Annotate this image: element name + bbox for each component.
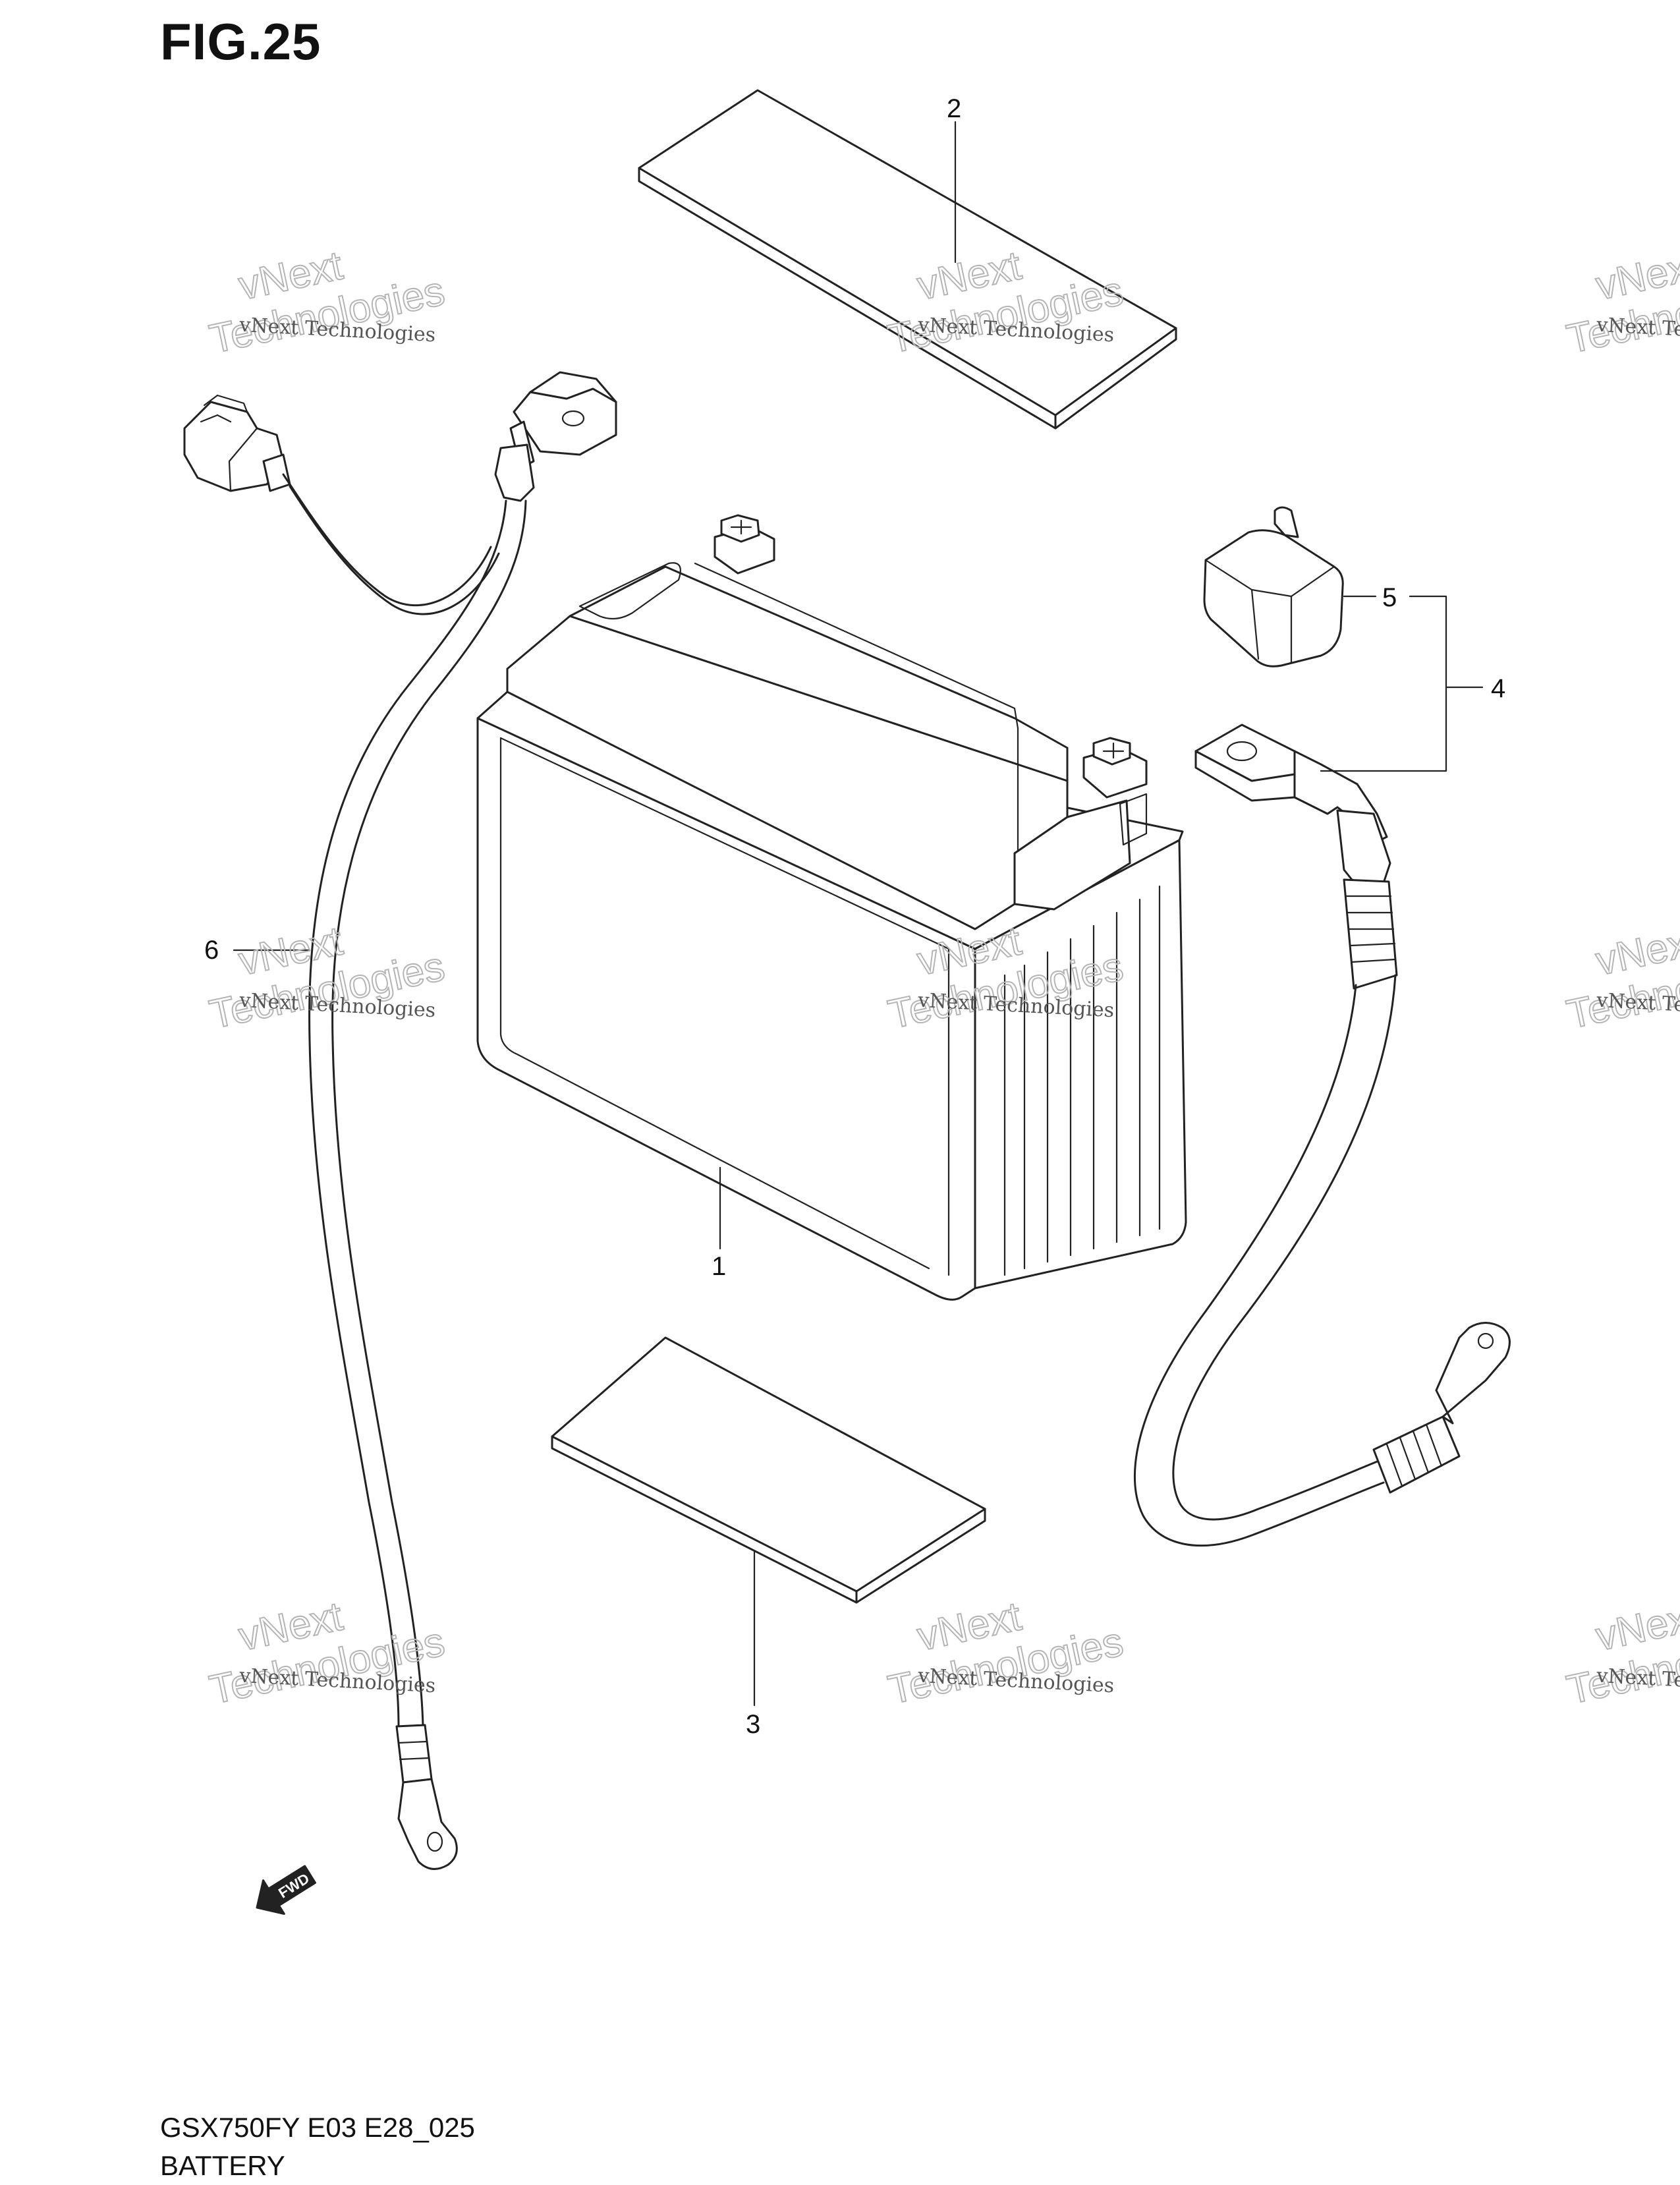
- callout-5: 5: [1382, 583, 1397, 612]
- leader-4-bracket: [1320, 595, 1447, 772]
- fwd-arrow-icon: FWD: [256, 1865, 317, 1915]
- callout-6: 6: [204, 936, 219, 965]
- callout-3: 3: [746, 1710, 760, 1739]
- watermark-tile: vNext Technologies vNext Technologies: [205, 242, 449, 362]
- figure-footer: GSX750FY E03 E28_025 BATTERY: [160, 2109, 475, 2185]
- part-1-battery: [476, 514, 1187, 1301]
- part-3-battery-pad-bottom: [551, 1336, 986, 1604]
- watermark-tile: vNext Technologies vNext Technologies: [883, 1593, 1127, 1713]
- watermark-tile: vNext Technologies vNext Technologies: [1562, 1593, 1680, 1713]
- watermark-tile: vNext Technologies vNext Technologies: [1562, 917, 1680, 1038]
- watermark-tile: vNext Technologies vNext Technologies: [1562, 242, 1680, 362]
- part-2-battery-pad-top: [638, 89, 1177, 430]
- figure-caption: BATTERY: [160, 2150, 285, 2181]
- callout-2: 2: [947, 94, 961, 123]
- part-5-terminal-cover: [1203, 506, 1344, 667]
- figure-title: FIG.25: [160, 13, 322, 71]
- model-code: GSX750FY E03 E28_025: [160, 2112, 475, 2143]
- leader-lines: [233, 121, 1484, 1707]
- callout-numbers: 2 1 3 6 5 4: [204, 94, 1505, 1739]
- part-6-negative-cable: [183, 371, 617, 1870]
- watermark-tile: vNext Technologies vNext Technologies: [205, 917, 449, 1038]
- part-4-positive-cable: [1133, 724, 1511, 1547]
- callout-4: 4: [1491, 674, 1505, 703]
- callout-1: 1: [712, 1252, 726, 1281]
